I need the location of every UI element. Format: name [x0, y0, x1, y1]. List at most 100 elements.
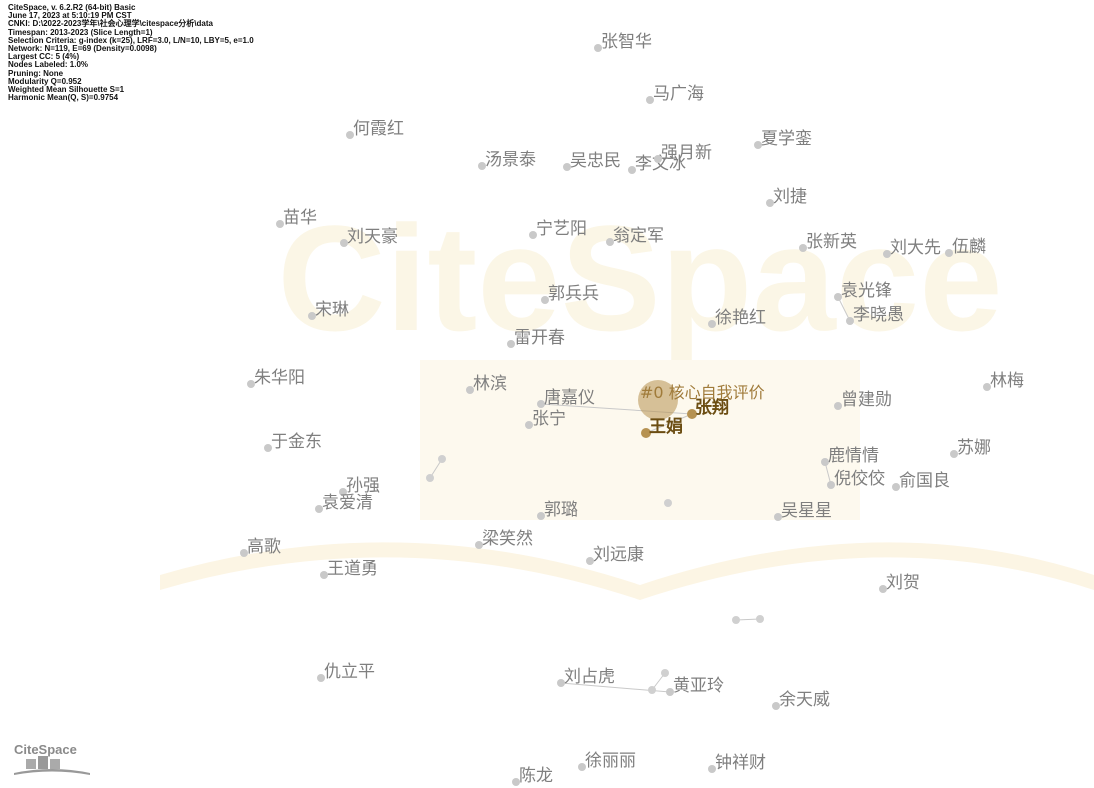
node-dot: [346, 131, 354, 139]
node-label: 王道勇: [327, 559, 378, 579]
author-node[interactable]: 马广海: [646, 84, 704, 104]
author-node[interactable]: 强月新: [654, 143, 712, 163]
author-node[interactable]: 刘远康: [586, 545, 644, 565]
node-dot: [466, 386, 474, 394]
author-node[interactable]: 吴星星: [774, 501, 832, 521]
node-label: 高歌: [247, 537, 281, 557]
author-node[interactable]: 钟祥财: [708, 753, 766, 773]
author-node[interactable]: 宋琳: [308, 300, 349, 320]
author-node[interactable]: 郭兵兵: [541, 284, 599, 304]
svg-text:CiteSpace: CiteSpace: [14, 742, 77, 757]
node-dot: [892, 483, 900, 491]
author-node[interactable]: 刘占虎: [557, 667, 615, 687]
author-node[interactable]: 刘捷: [766, 187, 807, 207]
author-node[interactable]: 梁笑然: [475, 529, 533, 549]
author-node[interactable]: 张新英: [799, 232, 857, 252]
author-node[interactable]: 鹿情情: [821, 446, 879, 466]
info-line: Largest CC: 5 (4%): [8, 52, 80, 62]
author-node[interactable]: 汤景泰: [478, 150, 536, 170]
author-node[interactable]: 苗华: [276, 208, 317, 228]
node-dot: [664, 499, 672, 507]
node-dot: [563, 163, 571, 171]
author-node[interactable]: 徐艳红: [708, 308, 766, 328]
author-node[interactable]: 黄亚玲: [666, 676, 724, 696]
node-label: 钟祥财: [715, 753, 766, 773]
node-label: 郭璐: [544, 500, 578, 520]
author-node[interactable]: 夏学銮: [754, 129, 812, 149]
author-node[interactable]: 林滨: [466, 374, 507, 394]
author-node[interactable]: 仇立平: [317, 662, 375, 682]
node-label: 宁艺阳: [536, 219, 587, 239]
node-label: 朱华阳: [254, 368, 305, 388]
author-node[interactable]: 李文冰: [628, 154, 686, 174]
node-label: 李晓愚: [853, 305, 904, 325]
watermark-text: CiteSpace: [277, 194, 1002, 362]
author-node[interactable]: 于金东: [264, 432, 322, 452]
author-node[interactable]: 宁艺阳: [529, 219, 587, 239]
author-node[interactable]: 王娟: [641, 416, 683, 438]
node-dot: [754, 141, 762, 149]
node-dot: [766, 199, 774, 207]
node-dot: [883, 250, 891, 258]
author-node[interactable]: 林梅: [983, 371, 1024, 391]
node-label: 张智华: [601, 32, 652, 52]
author-node[interactable]: 朱华阳: [247, 368, 305, 388]
info-line: CNKI: D:\2022-2023学年\社会心理学\citespace分析\d…: [8, 19, 213, 29]
node-label: 雷开春: [514, 328, 565, 348]
node-dot: [264, 444, 272, 452]
node-label: 苏娜: [957, 438, 991, 458]
node-label: 何霞红: [353, 119, 404, 139]
node-dot: [879, 585, 887, 593]
node-label: 刘捷: [773, 187, 807, 207]
author-node[interactable]: 何霞红: [346, 119, 404, 139]
node-dot: [628, 166, 636, 174]
author-node[interactable]: 陈龙: [512, 766, 553, 786]
node-label: 林梅: [990, 371, 1024, 391]
author-node[interactable]: 翁定军: [606, 226, 664, 246]
node-dot: [945, 249, 953, 257]
author-node[interactable]: 苏娜: [950, 438, 991, 458]
author-node[interactable]: 高歌: [240, 537, 281, 557]
author-node[interactable]: 孙强: [339, 476, 380, 496]
node-dot: [541, 296, 549, 304]
author-node[interactable]: 曾建勋: [834, 390, 892, 410]
info-line: Pruning: None: [8, 68, 64, 78]
author-node[interactable]: 倪佼佼: [827, 469, 885, 489]
node-label: 黄亚玲: [673, 676, 724, 696]
info-line: June 17, 2023 at 5:10:19 PM CST: [8, 11, 132, 21]
author-node[interactable]: 袁爱清: [315, 493, 373, 513]
node-dot: [308, 312, 316, 320]
node-dot: [774, 513, 782, 521]
author-node[interactable]: 袁光锋: [834, 281, 892, 301]
node-label: 袁爱清: [322, 493, 373, 513]
author-node[interactable]: 刘贺: [879, 573, 920, 593]
node-dot: [578, 763, 586, 771]
node-label: 唐嘉仪: [544, 387, 595, 408]
node-dot: [475, 541, 483, 549]
node-dot: [557, 679, 565, 687]
author-node[interactable]: 王道勇: [320, 559, 378, 579]
node-label: 林滨: [473, 374, 507, 394]
info-line: Modularity Q=0.952: [8, 76, 82, 86]
author-node[interactable]: 徐丽丽: [578, 751, 636, 771]
node-dot: [537, 400, 545, 408]
author-node[interactable]: 俞国良: [892, 471, 950, 491]
node-label: 吴星星: [781, 501, 832, 521]
node-label: 梁笑然: [482, 529, 533, 549]
author-node[interactable]: 刘天豪: [340, 226, 398, 247]
author-node[interactable]: 李晓愚: [846, 305, 904, 325]
author-node[interactable]: 郭璐: [537, 500, 578, 520]
author-node[interactable]: 伍麟: [945, 237, 986, 257]
author-node[interactable]: 张智华: [594, 32, 652, 52]
author-node[interactable]: 唐嘉仪: [537, 387, 595, 408]
author-node[interactable]: 雷开春: [507, 328, 565, 348]
info-line: Nodes Labeled: 1.0%: [8, 60, 89, 70]
author-node[interactable]: 余天威: [772, 690, 830, 710]
node-dot: [827, 481, 835, 489]
node-dot: [708, 765, 716, 773]
author-node[interactable]: 刘大先: [883, 238, 941, 258]
author-node[interactable]: 张翔: [687, 397, 729, 419]
author-node[interactable]: 张宁: [525, 409, 566, 429]
node-dot: [276, 220, 284, 228]
author-node[interactable]: 吴忠民: [563, 151, 621, 171]
